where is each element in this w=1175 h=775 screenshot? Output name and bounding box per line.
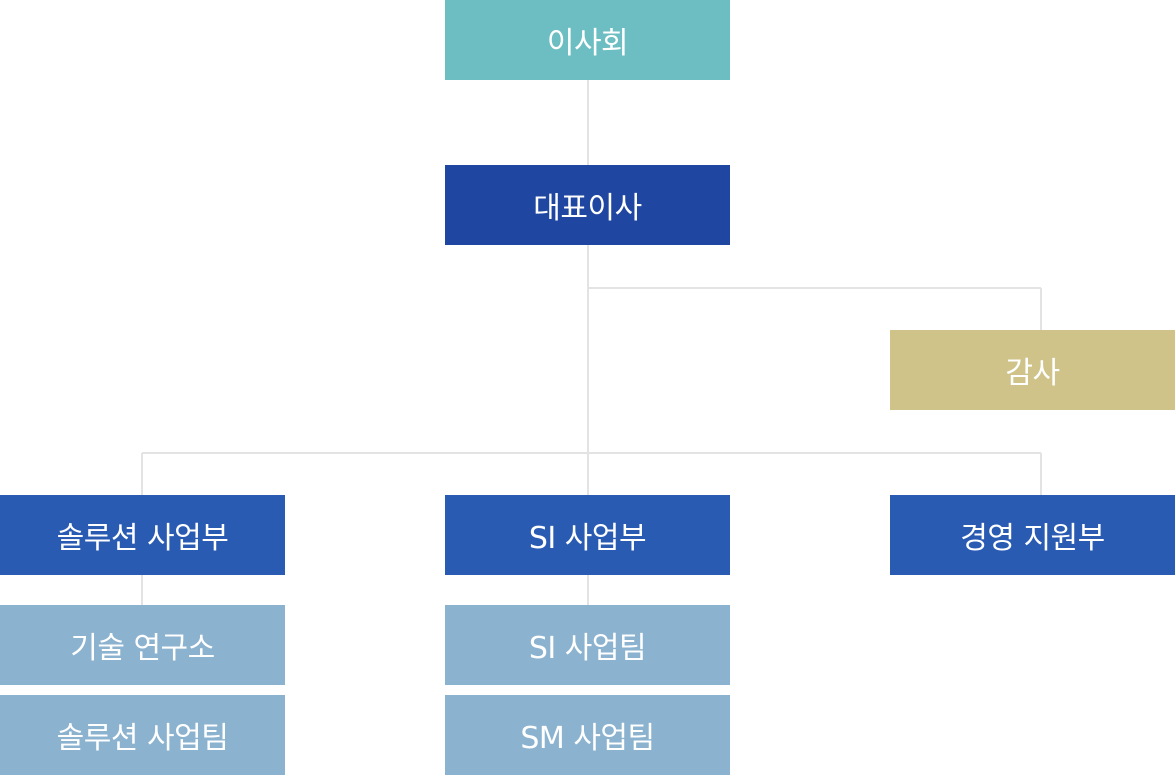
team-sm-label: SM 사업팀 xyxy=(520,721,655,756)
division-solution-label: 솔루션 사업부 xyxy=(56,521,229,556)
division-si-label: SI 사업부 xyxy=(528,521,647,556)
team-solution-label: 솔루션 사업팀 xyxy=(56,721,229,756)
team-si-box: SI 사업팀 xyxy=(445,605,730,685)
board-box: 이사회 xyxy=(445,0,730,80)
division-solution-box: 솔루션 사업부 xyxy=(0,495,285,575)
ceo-box: 대표이사 xyxy=(445,165,730,245)
audit-box: 감사 xyxy=(890,330,1175,410)
team-tech-lab-label: 기술 연구소 xyxy=(70,631,215,666)
division-management-label: 경영 지원부 xyxy=(960,521,1105,556)
team-tech-lab-box: 기술 연구소 xyxy=(0,605,285,685)
team-sm-box: SM 사업팀 xyxy=(445,695,730,775)
board-label: 이사회 xyxy=(546,26,629,61)
team-solution-box: 솔루션 사업팀 xyxy=(0,695,285,775)
team-si-label: SI 사업팀 xyxy=(528,631,647,666)
division-si-box: SI 사업부 xyxy=(445,495,730,575)
ceo-label: 대표이사 xyxy=(533,191,642,226)
division-management-box: 경영 지원부 xyxy=(890,495,1175,575)
audit-label: 감사 xyxy=(1005,356,1060,391)
